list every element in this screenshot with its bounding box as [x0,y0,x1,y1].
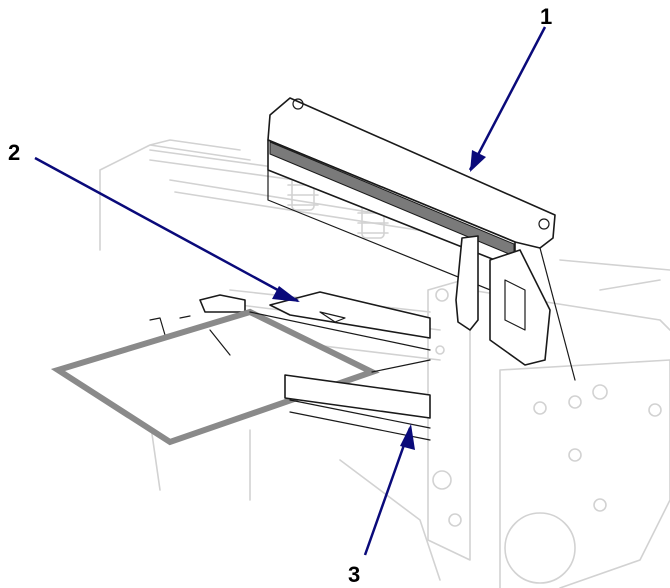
callout-1-label: 1 [540,4,552,29]
callout-1: 1 [468,4,552,172]
media-guides [149,291,431,339]
side-plate [427,277,471,561]
callout-2-arrowhead [272,286,300,302]
printhead-assembly [267,97,576,381]
callout-3: 3 [348,424,415,587]
callout-3-label: 3 [348,562,360,587]
callout-3-leader [363,427,412,556]
callout-1-arrowhead [470,150,486,172]
callout-2-leader [34,156,299,303]
media-outline [50,308,380,446]
callout-2-label: 2 [8,140,20,165]
media-sheet [50,308,431,446]
callout-3-arrowhead [400,424,415,450]
callout-2: 2 [8,140,300,303]
callout-1-leader [468,26,547,171]
